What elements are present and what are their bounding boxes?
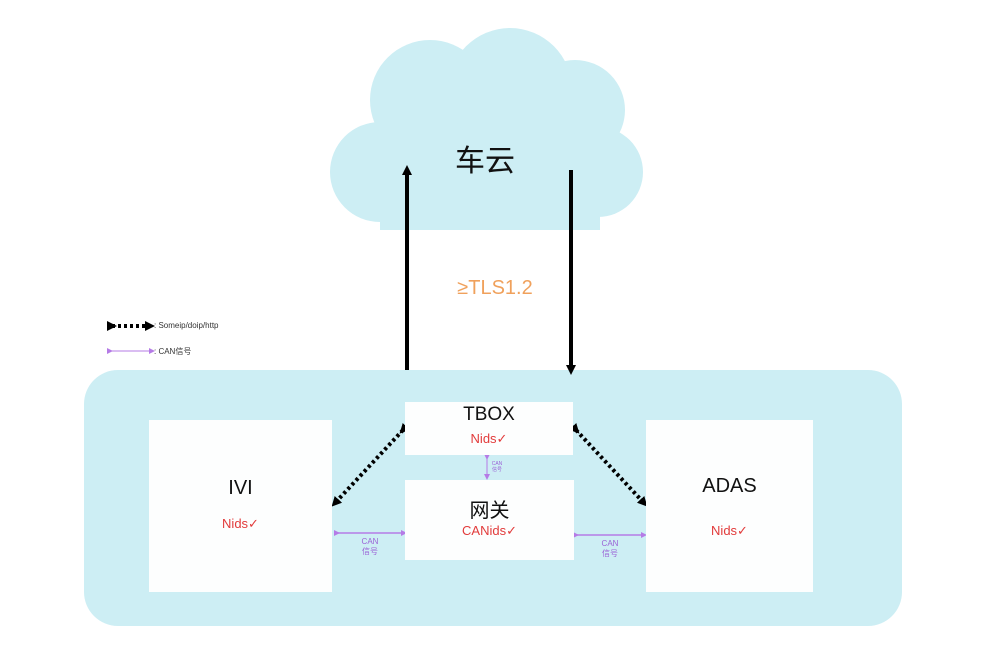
can-label-line2: 信号 bbox=[491, 467, 502, 473]
tbox-node: TBOX Nids✓ bbox=[405, 402, 573, 455]
gateway-adas-can-label: CAN 信号 bbox=[595, 539, 625, 559]
cloud-shape bbox=[330, 28, 643, 230]
tbox-ivi-link bbox=[331, 422, 411, 507]
gateway-canids-status: CANids✓ bbox=[462, 523, 517, 538]
can-label-line1: CAN bbox=[361, 537, 379, 546]
tbox-title: TBOX bbox=[463, 404, 515, 425]
ivi-gateway-can-label: CAN 信号 bbox=[355, 537, 385, 557]
ivi-node: IVI Nids✓ bbox=[149, 420, 332, 592]
can-label-line1: CAN bbox=[601, 539, 619, 548]
ivi-title: IVI bbox=[228, 477, 253, 499]
can-label-line2: 信号 bbox=[602, 549, 618, 558]
legend-someip-label: : Someip/doip/http bbox=[154, 321, 219, 330]
can-label-line2: 信号 bbox=[362, 547, 378, 556]
legend-can-label: : CAN信号 bbox=[154, 347, 192, 356]
cloud-label: 车云 bbox=[455, 145, 515, 178]
gateway-title: 网关 bbox=[469, 500, 510, 522]
tls-label: ≥TLS1.2 bbox=[457, 277, 533, 299]
adas-node: ADAS Nids✓ bbox=[646, 420, 813, 592]
adas-nids-status: Nids✓ bbox=[711, 523, 748, 538]
tbox-adas-link bbox=[568, 422, 648, 507]
can-label-line1: CAN bbox=[491, 461, 503, 467]
gateway-node: 网关 CANids✓ bbox=[405, 480, 574, 560]
tbox-nids-status: Nids✓ bbox=[470, 431, 508, 446]
tbox-gateway-can-label: CAN 信号 bbox=[489, 461, 505, 473]
ivi-nids-status: Nids✓ bbox=[222, 516, 259, 531]
adas-title: ADAS bbox=[702, 475, 757, 497]
